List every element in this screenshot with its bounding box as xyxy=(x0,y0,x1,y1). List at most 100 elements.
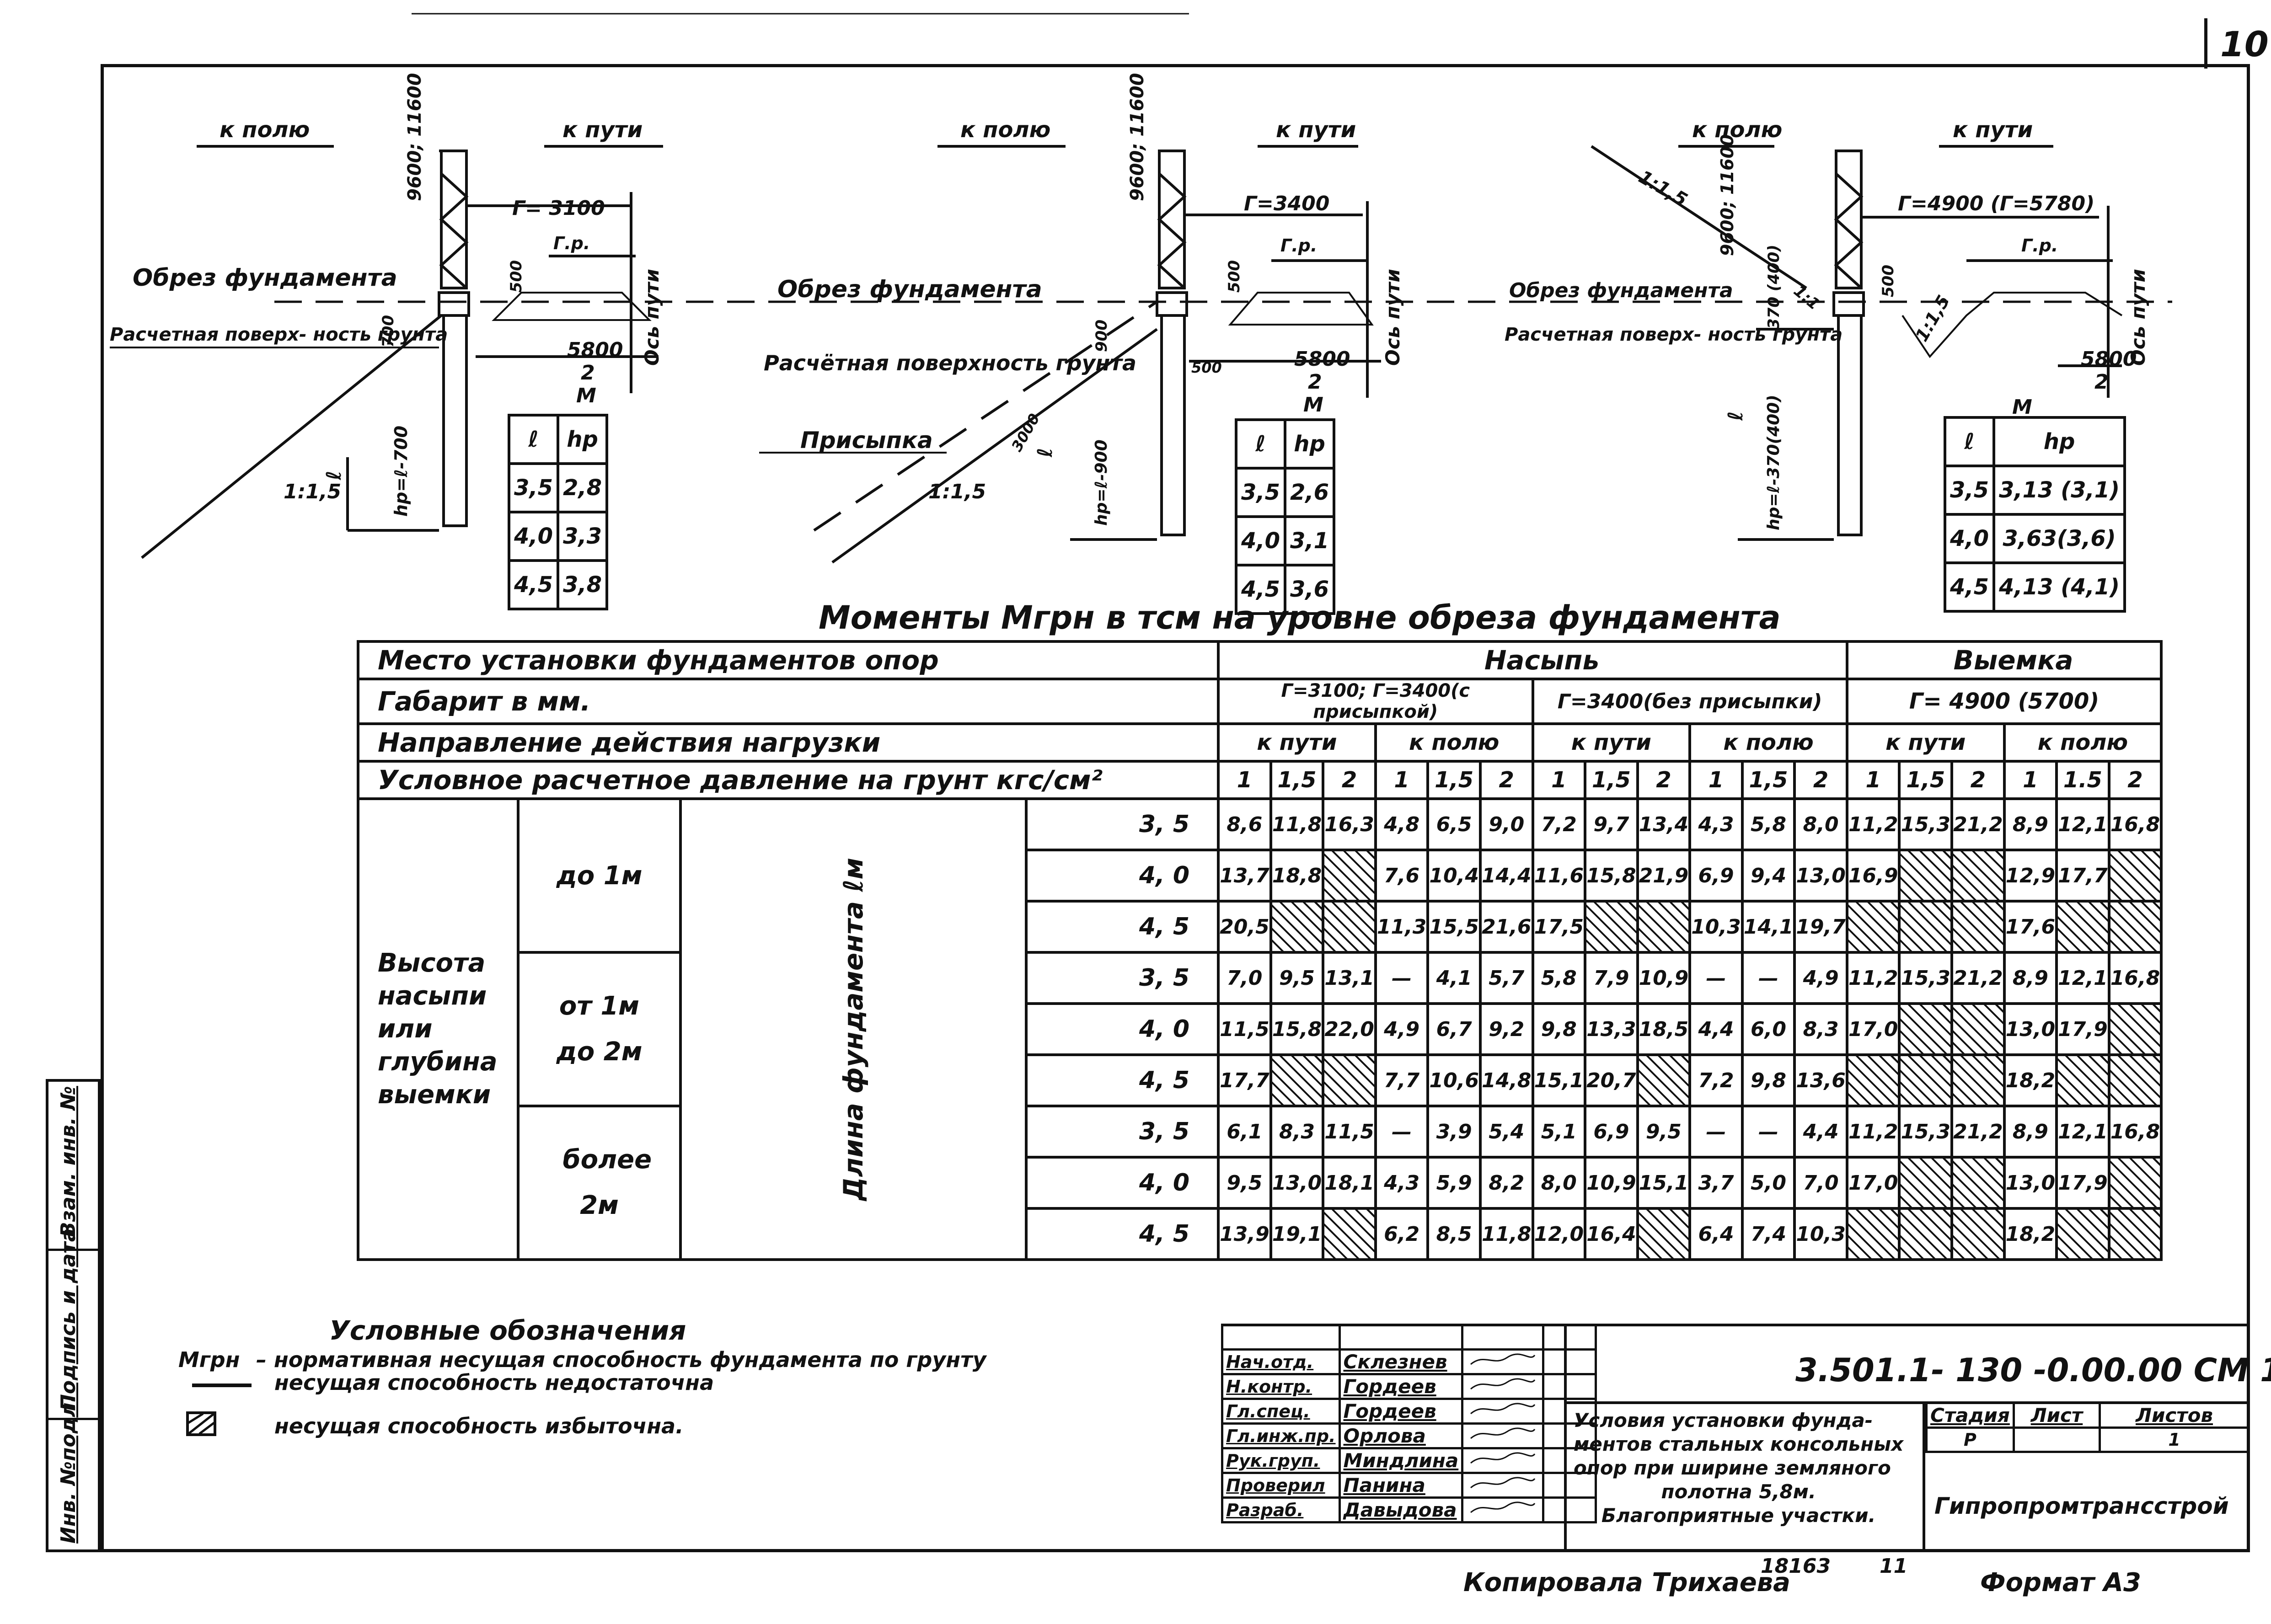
pressure-cell: 2 xyxy=(1322,760,1377,800)
d1-cut-label: Обрез фундамента xyxy=(133,264,397,292)
moment-cell: 18,1 xyxy=(1322,1156,1377,1210)
moment-cell: 8,5 xyxy=(1426,1207,1482,1261)
st1-cell: 2,8 xyxy=(557,462,609,513)
length-cell: 4, 0 xyxy=(1025,1002,1220,1056)
moment-cell: — xyxy=(1374,951,1430,1005)
h-pressure: Условное расчетное давление на грунт кгс… xyxy=(356,760,1220,800)
moment-cell: 7,2 xyxy=(1531,797,1587,851)
moment-cell: 16,9 xyxy=(1845,849,1901,903)
d2-fill-label: Присыпка xyxy=(800,427,933,454)
d2-height: 9600; 11600 xyxy=(1127,73,1148,201)
st2-cell: 4,0 xyxy=(1234,515,1287,566)
moment-cell: 7,2 xyxy=(1688,1053,1744,1107)
moment-cell: 15,8 xyxy=(1269,1002,1325,1056)
moment-cell: 4,1 xyxy=(1426,951,1482,1005)
moment-cell: 10,9 xyxy=(1636,951,1692,1005)
doc-desc: Условия установки фунда- ментов стальных… xyxy=(1574,1409,1903,1528)
moment-cell: 11,2 xyxy=(1845,951,1901,1005)
moment-cell: 16,4 xyxy=(1584,1207,1639,1261)
sig-blank xyxy=(1461,1324,1545,1351)
gauge-3: Г= 4900 (5700) xyxy=(1845,678,2163,725)
moment-cell: 13,0 xyxy=(2003,1156,2058,1210)
st2-head-hp: hp xyxy=(1284,418,1336,470)
d1-m: М xyxy=(576,384,596,407)
hatched-cell xyxy=(1950,1207,2006,1261)
signature xyxy=(1461,1472,1545,1499)
hatched-cell xyxy=(2107,900,2163,954)
hatched-cell xyxy=(2107,849,2163,903)
moment-cell: 13,1 xyxy=(1322,951,1377,1005)
d2-dim-500: 500 xyxy=(1225,260,1243,293)
moment-cell: 19,7 xyxy=(1793,900,1848,954)
moment-cell: 5,7 xyxy=(1478,951,1534,1005)
moment-cell: 7,7 xyxy=(1374,1053,1430,1107)
d2-to-track: к пути xyxy=(1276,117,1356,143)
moment-cell: 20,5 xyxy=(1217,900,1272,954)
st2-cell: 3,1 xyxy=(1284,515,1336,566)
desc-cell: Условия установки фунда- ментов стальных… xyxy=(1564,1401,1925,1552)
d2-m: М xyxy=(1303,393,1323,417)
h-sheets: Листов xyxy=(2099,1401,2250,1429)
sig-role: Разраб. xyxy=(1221,1496,1341,1523)
st3-head-l: ℓ xyxy=(1943,416,1996,467)
hatched-cell xyxy=(1322,1207,1377,1261)
drawing-frame xyxy=(101,64,2250,1552)
sig-date xyxy=(1542,1447,1597,1474)
d3-rp: Г.р. xyxy=(2021,235,2058,256)
signature xyxy=(1461,1398,1545,1425)
moment-cell: 15,3 xyxy=(1898,1105,1953,1159)
moment-cell: 11,5 xyxy=(1217,1002,1272,1056)
st1-cell: 4,0 xyxy=(507,511,560,562)
side-label-text: Высота насыпи или глубина выемки xyxy=(378,948,498,1110)
moment-cell: 13,0 xyxy=(1793,849,1848,903)
group-1-to-2m-text: от 1м до 2м xyxy=(556,991,643,1067)
dir-cell: к полю xyxy=(1374,722,1534,763)
moment-cell: 12,0 xyxy=(1531,1207,1587,1261)
st1-cell: 4,5 xyxy=(507,559,560,610)
footer-num: 18163 xyxy=(1761,1555,1831,1578)
org-name: Гипропромтрансстрой xyxy=(1934,1493,2229,1519)
moment-cell: 3,7 xyxy=(1688,1156,1744,1210)
hatched-cell xyxy=(1584,900,1639,954)
moment-cell: 12,1 xyxy=(2055,951,2110,1005)
moment-cell: 8,0 xyxy=(1793,797,1848,851)
moment-cell: 13,0 xyxy=(1269,1156,1325,1210)
moment-cell: 13,4 xyxy=(1636,797,1692,851)
st2-cell: 3,6 xyxy=(1284,564,1336,615)
length-cell: 4, 5 xyxy=(1025,1053,1220,1107)
moment-cell: 8,3 xyxy=(1793,1002,1848,1056)
hatched-cell xyxy=(1636,1207,1692,1261)
moment-cell: 8,9 xyxy=(2003,1105,2058,1159)
stage-value: Р xyxy=(1925,1426,2015,1453)
pressure-cell: 1,5 xyxy=(1584,760,1639,800)
pressure-cell: 1 xyxy=(1217,760,1272,800)
d2-l: ℓ xyxy=(1034,448,1057,458)
moment-cell: 10,3 xyxy=(1793,1207,1848,1261)
moment-cell: 8,9 xyxy=(2003,951,2058,1005)
moment-cell: 6,5 xyxy=(1426,797,1482,851)
st3-cell: 4,5 xyxy=(1943,561,1996,613)
sig-name: Миндлина xyxy=(1338,1447,1464,1474)
moment-cell: 11,2 xyxy=(1845,1105,1901,1159)
pressure-cell: 1,5 xyxy=(1269,760,1325,800)
signature xyxy=(1461,1373,1545,1400)
d3-half: 5800 xyxy=(2081,347,2137,371)
hatched-cell xyxy=(1269,900,1325,954)
h-gauge: Габарит в мм. xyxy=(356,678,1220,725)
sig-name: Гордеев xyxy=(1338,1398,1464,1425)
hatched-cell xyxy=(2055,900,2110,954)
moment-cell: 15,5 xyxy=(1426,900,1482,954)
hatched-cell xyxy=(1845,900,1901,954)
d1-slope: 1:1,5 xyxy=(284,480,341,503)
pressure-cell: 1 xyxy=(2003,760,2058,800)
moment-cell: 6,2 xyxy=(1374,1207,1430,1261)
moment-cell: 11,5 xyxy=(1322,1105,1377,1159)
d2-half: 5800 xyxy=(1294,347,1350,371)
desc-line: опор при ширине земляного xyxy=(1574,1457,1891,1479)
d3-to-track: к пути xyxy=(1953,117,2033,143)
sig-role: Гл.спец. xyxy=(1221,1398,1341,1425)
sig-date xyxy=(1542,1348,1597,1375)
